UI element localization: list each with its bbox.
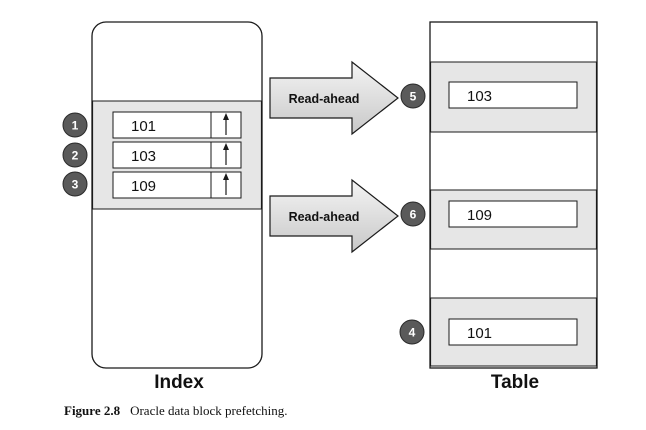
step-badge: 2 [62,142,88,168]
table-row: 101 [430,297,597,367]
table-row: 109 [430,189,597,250]
table-row-value: 103 [467,88,492,105]
figure-number: Figure 2.8 [64,403,121,418]
step-badge: 6 [400,201,426,227]
step-badge: 1 [62,112,88,138]
step-badge: 5 [400,83,426,109]
svg-text:6: 6 [410,208,417,222]
step-badge: 3 [62,171,88,197]
index-entry: 103 [112,141,242,169]
read-ahead-label: Read-ahead [289,92,360,106]
index-entry: 109 [112,171,242,199]
table-label: Table [491,372,539,393]
index-label: Index [154,372,204,393]
figure-caption-text: Oracle data block prefetching. [130,403,288,418]
index-entry-value: 101 [131,118,156,135]
read-ahead-arrow: Read-ahead [269,60,399,136]
read-ahead-label: Read-ahead [289,210,360,224]
svg-text:1: 1 [72,119,79,133]
table-row-value: 109 [467,207,492,224]
read-ahead-arrow: Read-ahead [269,178,399,254]
svg-text:5: 5 [410,90,417,104]
index-entry: 101 [112,111,242,139]
svg-text:4: 4 [409,326,416,340]
figure-caption: Figure 2.8 Oracle data block prefetching. [64,403,287,419]
index-entry-value: 103 [131,148,156,165]
svg-text:2: 2 [72,149,79,163]
index-entry-value: 109 [131,178,156,195]
step-badge: 4 [399,319,425,345]
table-row-value: 101 [467,325,492,342]
table-row: 103 [430,61,597,133]
svg-text:3: 3 [72,178,79,192]
